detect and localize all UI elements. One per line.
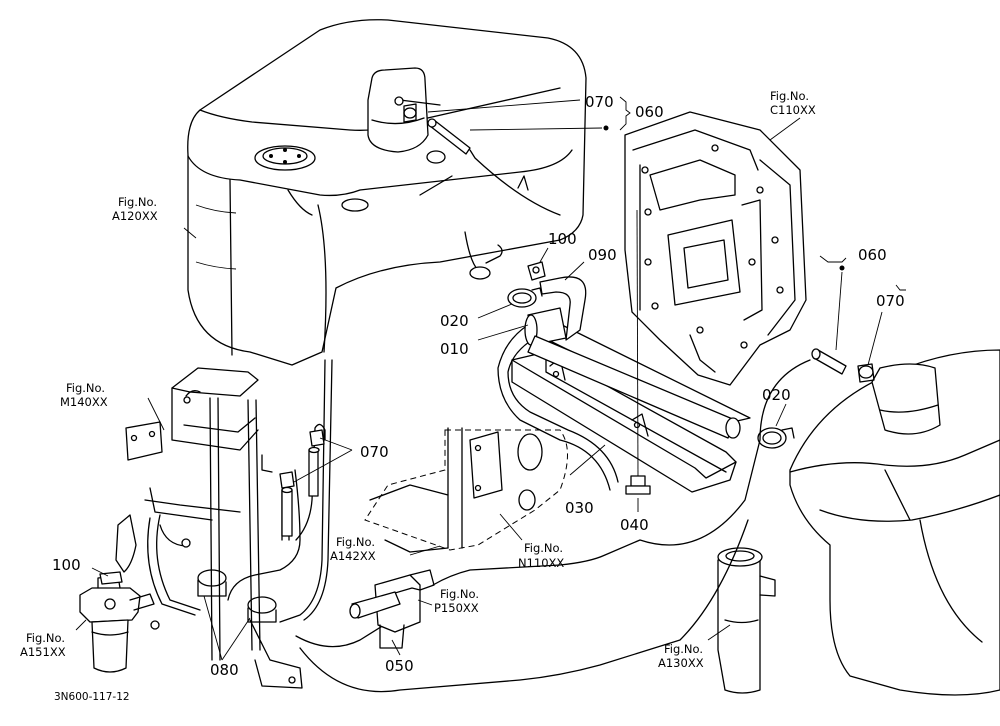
part-label-100-mid: 100	[548, 230, 577, 248]
fig-ref-a120-line1: Fig.No.	[118, 195, 157, 209]
fig-ref-a130-line1: Fig.No.	[664, 642, 703, 656]
part-label-100-left: 100	[52, 556, 81, 574]
center-panel	[364, 427, 568, 553]
part-label-020-left: 020	[440, 312, 469, 330]
part-label-070-top: 070	[585, 93, 614, 111]
fuel-pump	[349, 569, 435, 649]
right-fuel-tank	[717, 349, 1000, 696]
fig-ref-a142-line1: Fig.No.	[336, 535, 375, 549]
part-label-070-right: 070	[876, 292, 905, 310]
fig-ref-c110-line1: Fig.No.	[770, 89, 809, 103]
part-label-060-top: 060	[635, 103, 664, 121]
part-label-060-right: 060	[858, 246, 887, 264]
fig-ref-p150-line2: P150XX	[434, 601, 479, 615]
fig-ref-n110-line1: Fig.No.	[524, 541, 563, 555]
part-label-020-right: 020	[762, 386, 791, 404]
part-label-050: 050	[385, 657, 414, 675]
part-label-070-left: 070	[360, 443, 389, 461]
leader-lines	[75, 96, 906, 661]
fig-ref-p150-line1: Fig.No.	[440, 587, 479, 601]
fig-ref-a120-line2: A120XX	[112, 209, 158, 223]
left-fuel-tank	[187, 19, 587, 366]
fig-ref-a130-line2: A130XX	[658, 656, 704, 670]
hose-parts	[115, 103, 875, 623]
part-label-090: 090	[588, 246, 617, 264]
figure-reference-labels: Fig.No. C110XX Fig.No. A120XX Fig.No. M1…	[20, 89, 816, 670]
fig-ref-n110-line2: N110XX	[518, 556, 564, 570]
fig-ref-c110-line2: C110XX	[770, 103, 816, 117]
fig-ref-a151-line2: A151XX	[20, 645, 66, 659]
fig-ref-m140-line1: Fig.No.	[66, 381, 105, 395]
part-label-030: 030	[565, 499, 594, 517]
fuel-filter	[79, 571, 155, 673]
fig-ref-a142-line2: A142XX	[330, 549, 376, 563]
part-number-labels: 070 060 100 090 020 010 060 070 020 070 …	[52, 93, 905, 679]
transmission-case	[624, 111, 807, 386]
part-label-080: 080	[210, 661, 239, 679]
mounting-bracket	[125, 367, 303, 689]
drawing-code: 3N600-117-12	[54, 691, 130, 703]
part-label-040: 040	[620, 516, 649, 534]
fig-ref-m140-line2: M140XX	[60, 395, 108, 409]
fig-ref-a151-line1: Fig.No.	[26, 631, 65, 645]
part-label-010: 010	[440, 340, 469, 358]
